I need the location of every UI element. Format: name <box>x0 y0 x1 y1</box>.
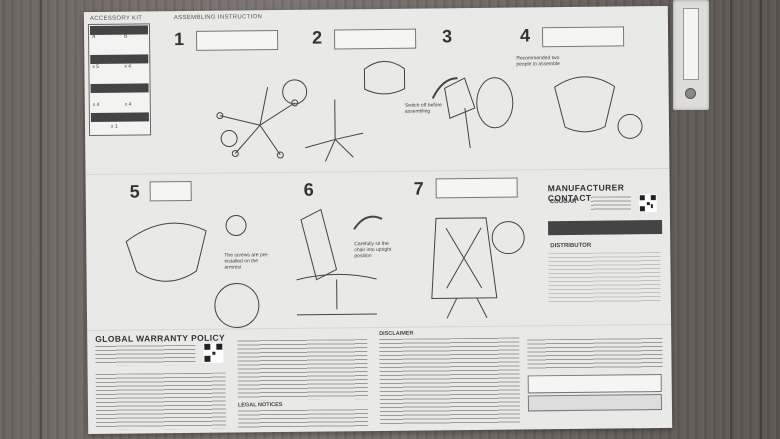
assembly-drawings-top <box>216 60 643 162</box>
certification-marks <box>527 394 663 412</box>
hinge-screw <box>685 88 696 99</box>
distributor-title: DISTRIBUTOR <box>550 242 592 250</box>
legal-text <box>237 409 369 429</box>
instruction-sheet: ACCESSORY KIT A B x 5 x 4 x 4 x 4 x 1 AS… <box>83 5 673 435</box>
warranty-text <box>95 344 196 366</box>
plank-seam <box>730 0 732 439</box>
disclaimer-title: DISCLAIMER <box>379 330 414 337</box>
chair-base-star <box>216 87 299 159</box>
brand-logo: COUGAR <box>549 198 577 206</box>
step5-note: The screws are pre-installed on the armr… <box>224 252 269 271</box>
step4-note: Recommended two people to assemble <box>516 55 560 68</box>
contact-banner <box>548 220 663 236</box>
chair-base-star <box>305 99 364 162</box>
step3-note: Switch off before assembling <box>404 102 442 115</box>
plank-seam <box>40 0 42 439</box>
plank-seam <box>760 0 762 439</box>
disclaimer-text <box>379 337 521 425</box>
step6-note: Carefully sit the chair into upright pos… <box>354 240 392 260</box>
warranty-terms <box>95 372 227 430</box>
door-hinge <box>673 0 709 110</box>
warranty-column <box>237 339 368 401</box>
compliance-table <box>527 374 662 394</box>
qr-code <box>203 342 224 363</box>
contact-address <box>590 196 631 211</box>
distributor-list <box>548 252 661 304</box>
legal-title: LEGAL NOTICES <box>237 402 283 409</box>
hinge-slot <box>683 8 699 80</box>
compliance-text <box>527 338 663 370</box>
qr-code <box>638 194 657 213</box>
assembly-drawings-bottom <box>125 208 525 328</box>
